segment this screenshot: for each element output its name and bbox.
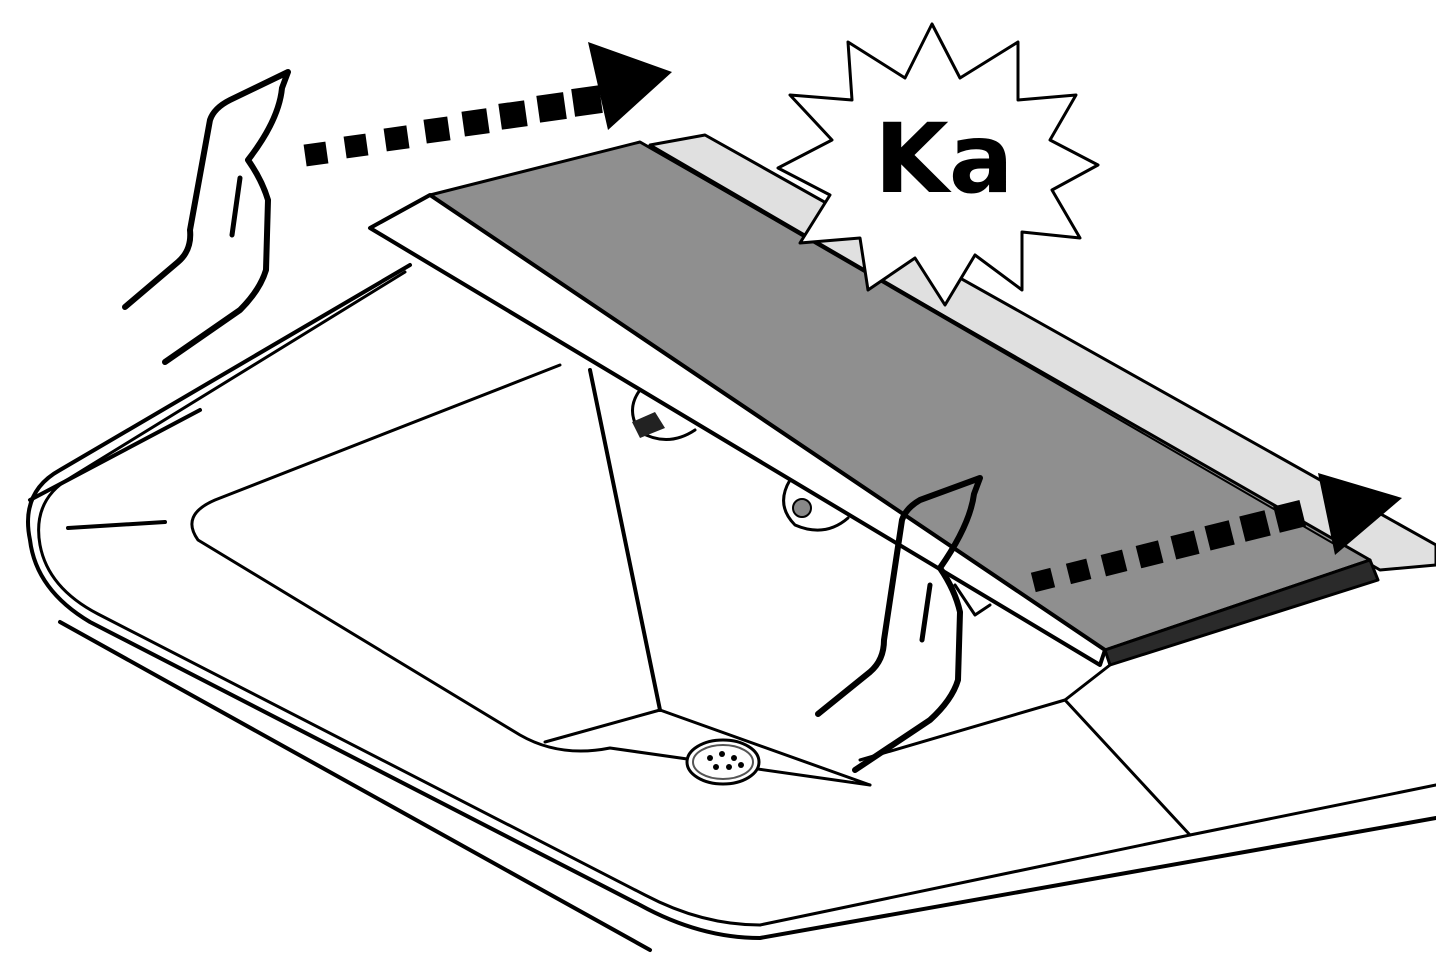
drain-icon — [687, 740, 759, 784]
arrow-dashes-top — [304, 85, 603, 166]
arrow-head-top — [588, 42, 672, 130]
sound-effect-label: Ka — [874, 103, 1013, 215]
left-hand-icon — [125, 72, 288, 362]
